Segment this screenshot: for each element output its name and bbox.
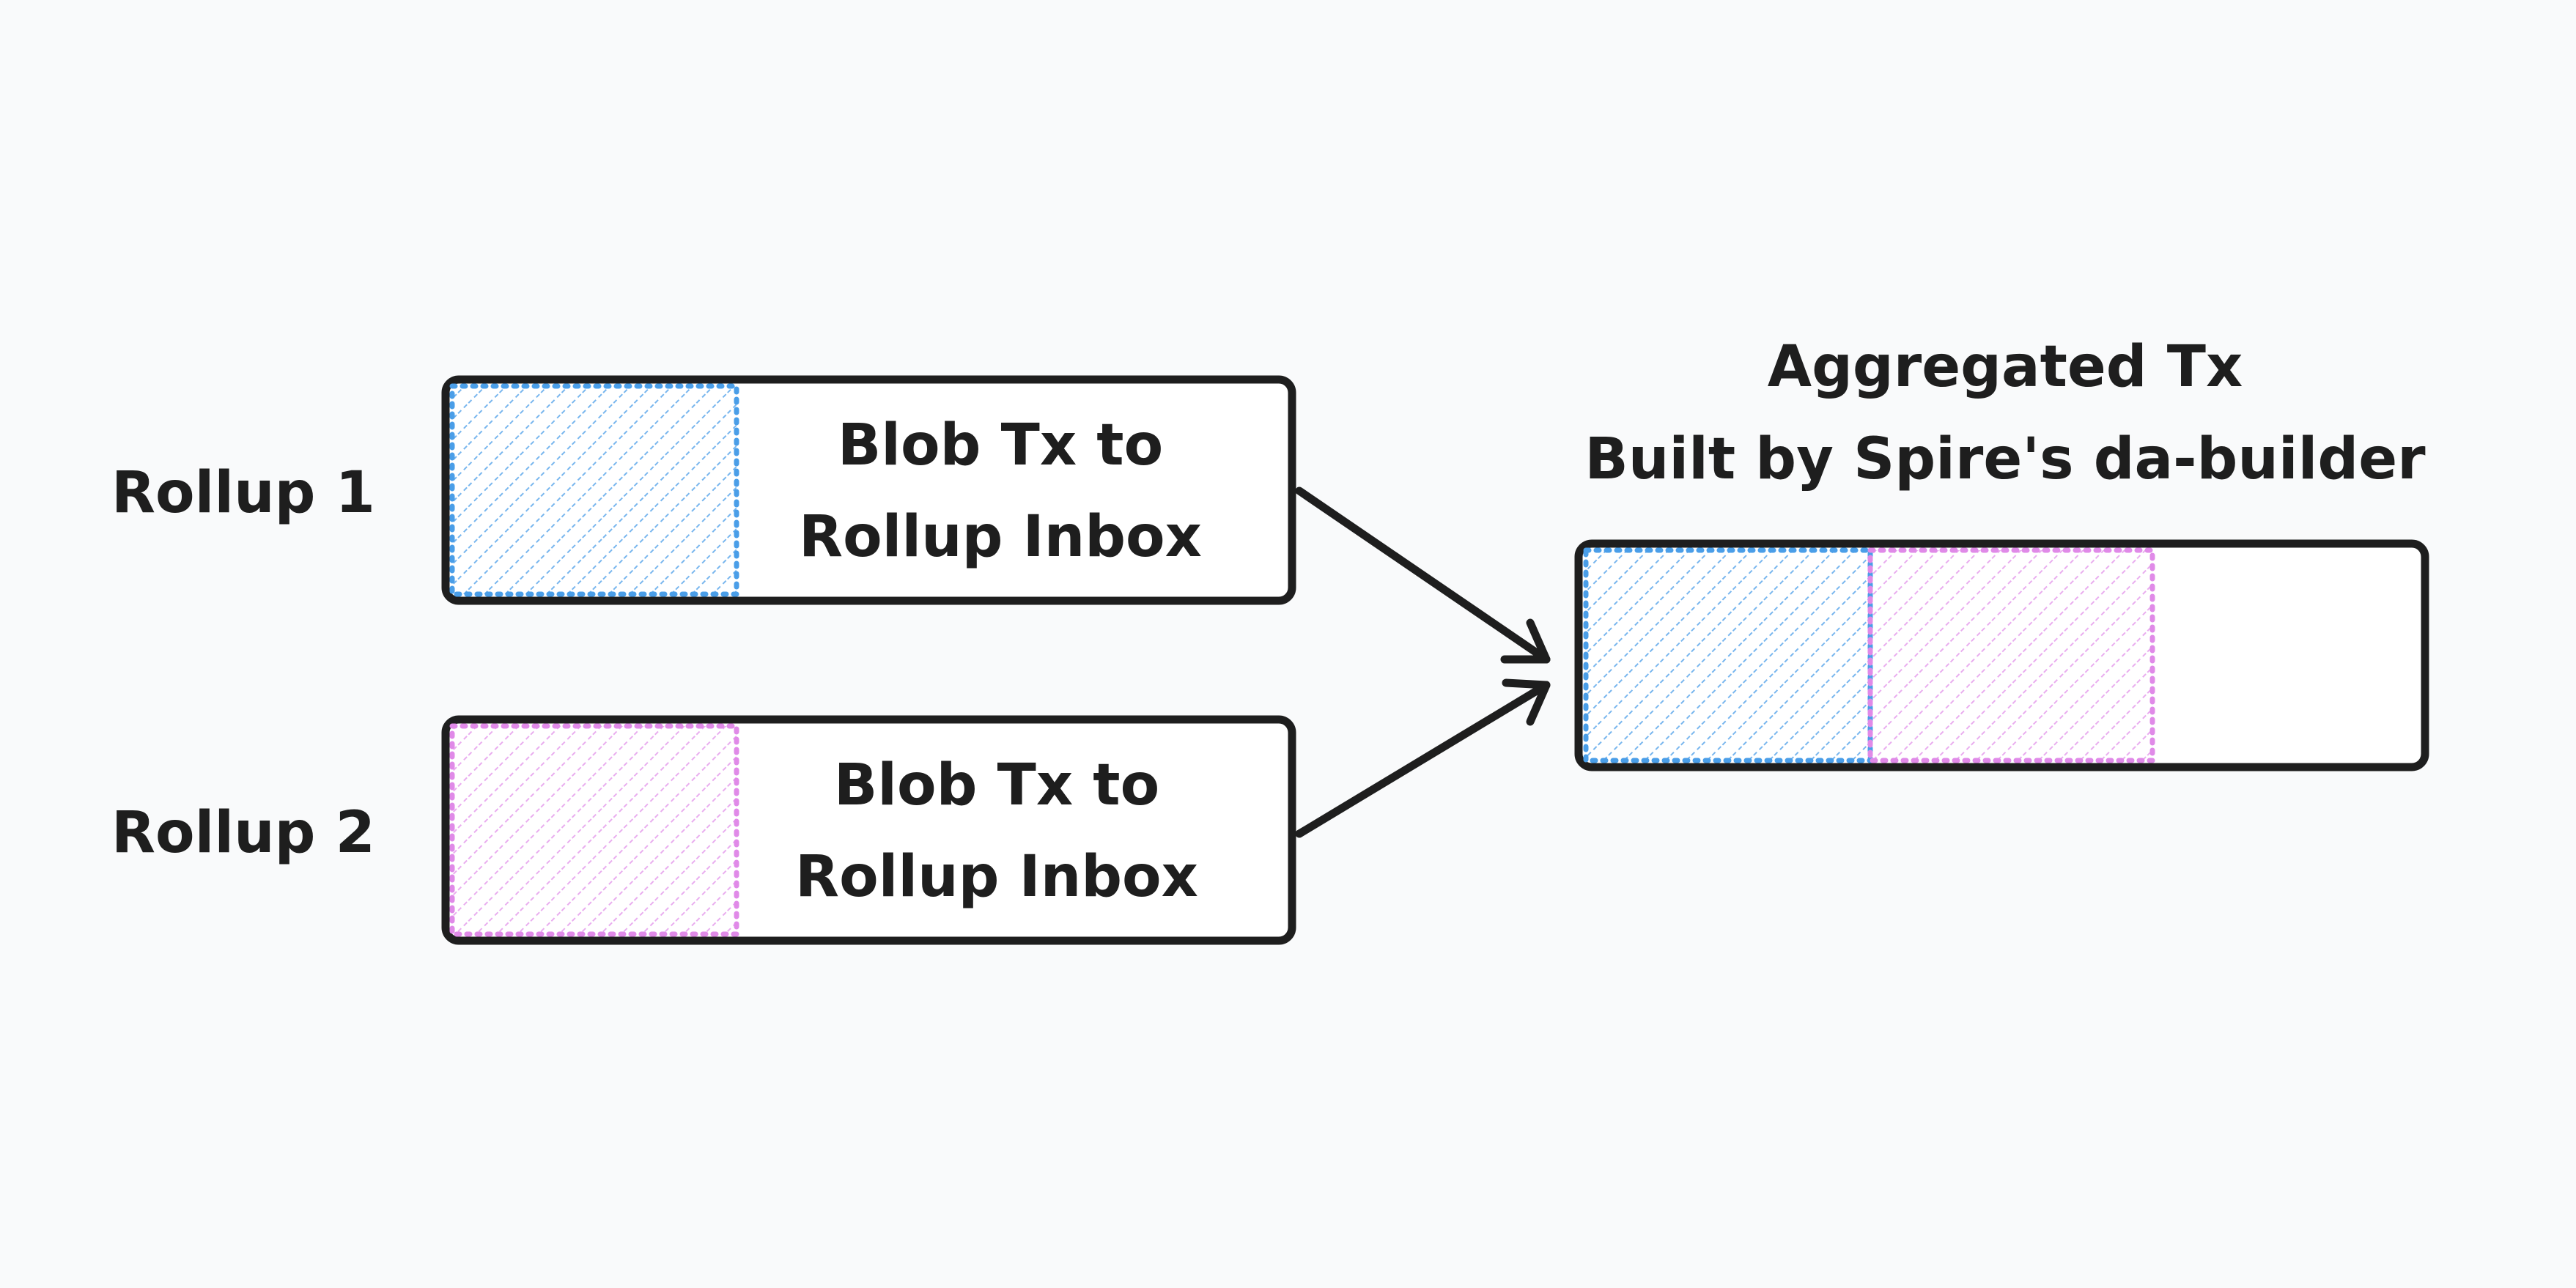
rollup-2-box-text: Blob Tx to Rollup Inbox [733,740,1261,923]
rollup-1-box-line1: Blob Tx to [837,412,1164,478]
rollup-2-box [441,715,1296,945]
rollup-1-box-text: Blob Tx to Rollup Inbox [737,400,1264,583]
aggregated-tx-box [1574,539,2429,771]
rollup-2-blob-segment [449,723,739,937]
rollup-1-box-line2: Rollup Inbox [799,504,1202,570]
aggregated-blob-segment-1 [1583,547,1873,763]
arrow-rollup-2-to-aggregated [1295,678,1551,838]
rollup-2-box-line1: Blob Tx to [833,752,1160,818]
rollup-2-label: Rollup 2 [111,800,375,866]
aggregated-title-line2: Built by Spire's da-builder [1584,426,2426,492]
arrow-rollup-1-to-aggregated [1295,486,1551,664]
aggregated-title-line1: Aggregated Tx [1767,334,2243,400]
rollup-2-box-line2: Rollup Inbox [795,844,1198,910]
rollup-1-box [441,375,1296,605]
aggregated-blob-segment-2 [1867,547,2155,763]
rollup-1-blob-segment [449,383,739,597]
rollup-1-label: Rollup 1 [111,460,375,526]
